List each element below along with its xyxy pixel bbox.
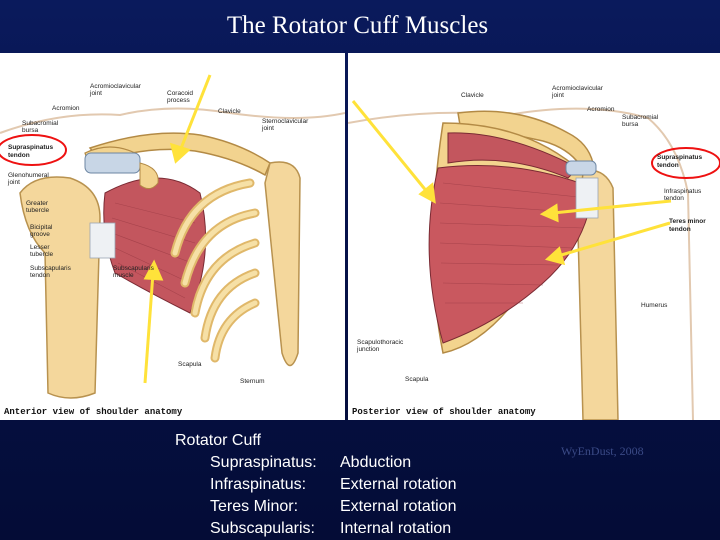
muscle-name: Subscapularis: (210, 520, 315, 537)
muscle-action: External rotation (340, 498, 457, 515)
muscle-action: External rotation (340, 476, 457, 493)
svg-text:bursa: bursa (622, 121, 639, 128)
anterior-anatomy-drawing: Acromioclavicular joint Coracoid process… (0, 74, 345, 399)
svg-text:tendon: tendon (8, 152, 30, 159)
svg-text:Lesser: Lesser (30, 244, 50, 251)
svg-text:Acromioclavicular: Acromioclavicular (90, 83, 142, 90)
highlight-arrows (143, 74, 212, 384)
svg-text:Acromion: Acromion (587, 106, 615, 113)
svg-text:Acromioclavicular: Acromioclavicular (552, 85, 604, 92)
rotator-cuff-list: Rotator Cuff Supraspinatus: Abduction In… (175, 430, 457, 540)
svg-text:Subacromial: Subacromial (622, 114, 659, 121)
svg-text:Coracoid: Coracoid (167, 90, 193, 97)
svg-text:Scapula: Scapula (405, 376, 429, 383)
posterior-caption: Posterior view of shoulder anatomy (352, 407, 536, 417)
slide-title: The Rotator Cuff Muscles (226, 12, 489, 39)
author-credit: WyEnDust, 2008 (561, 444, 644, 458)
svg-text:Infraspinatus: Infraspinatus (664, 188, 702, 195)
svg-text:tendon: tendon (669, 226, 691, 233)
svg-text:groove: groove (30, 231, 50, 238)
svg-text:Greater: Greater (26, 200, 49, 207)
anterior-caption: Anterior view of shoulder anatomy (4, 407, 183, 417)
list-item: Infraspinatus: External rotation (175, 474, 457, 496)
svg-text:joint: joint (261, 125, 274, 132)
list-item: Teres Minor: External rotation (175, 496, 457, 518)
anterior-labels: Acromioclavicular joint Coracoid process… (7, 83, 309, 385)
svg-text:joint: joint (89, 90, 102, 97)
svg-text:joint: joint (551, 92, 564, 99)
muscle-name: Teres Minor: (210, 498, 299, 515)
svg-text:tubercle: tubercle (30, 251, 54, 258)
svg-text:Clavicle: Clavicle (218, 108, 241, 115)
anterior-view-illustration: Acromioclavicular joint Coracoid process… (0, 53, 345, 420)
svg-text:process: process (167, 97, 191, 104)
list-item: Subscapularis: Internal rotation (175, 518, 457, 540)
svg-text:Clavicle: Clavicle (461, 92, 484, 99)
svg-text:bursa: bursa (22, 127, 39, 134)
supraspinatus-highlight-circle (0, 134, 67, 166)
muscle-name: Supraspinatus: (210, 454, 317, 471)
svg-text:Scapula: Scapula (178, 361, 202, 368)
muscle-name: Infraspinatus: (210, 476, 307, 493)
supraspinatus-tendon-highlight-circle (651, 147, 720, 179)
svg-text:Subscapularis: Subscapularis (30, 265, 72, 272)
svg-text:Glenohumeral: Glenohumeral (8, 172, 49, 179)
svg-text:tendon: tendon (30, 272, 50, 279)
svg-text:Sternoclavicular: Sternoclavicular (262, 118, 309, 125)
muscle-action: Internal rotation (340, 520, 452, 537)
svg-text:Supraspinatus: Supraspinatus (8, 144, 54, 151)
svg-text:Subscapularis: Subscapularis (113, 265, 155, 272)
svg-text:Scapulothoracic: Scapulothoracic (357, 339, 404, 346)
svg-text:muscle: muscle (113, 272, 134, 279)
posterior-anatomy-drawing: Clavicle Acromioclavicular joint Acromio… (348, 85, 720, 420)
posterior-labels: Clavicle Acromioclavicular joint Acromio… (356, 85, 706, 383)
svg-text:tubercle: tubercle (26, 207, 50, 214)
posterior-view-illustration: Clavicle Acromioclavicular joint Acromio… (348, 53, 720, 420)
svg-text:Subacromial: Subacromial (22, 120, 59, 127)
svg-text:Supraspinatus: Supraspinatus (657, 154, 703, 161)
svg-text:Sternum: Sternum (240, 378, 265, 385)
list-item: Supraspinatus: Abduction (175, 452, 457, 474)
svg-text:tendon: tendon (664, 195, 684, 202)
svg-text:Teres minor: Teres minor (669, 218, 706, 225)
svg-text:joint: joint (7, 179, 20, 186)
svg-text:Bicipital: Bicipital (30, 224, 53, 231)
highlight-arrows-posterior (351, 100, 672, 266)
muscle-action: Abduction (340, 454, 412, 471)
svg-text:Acromion: Acromion (52, 105, 80, 112)
svg-text:junction: junction (356, 346, 380, 353)
list-heading: Rotator Cuff (175, 432, 261, 449)
svg-text:tendon: tendon (657, 162, 679, 169)
svg-text:Humerus: Humerus (641, 302, 668, 309)
